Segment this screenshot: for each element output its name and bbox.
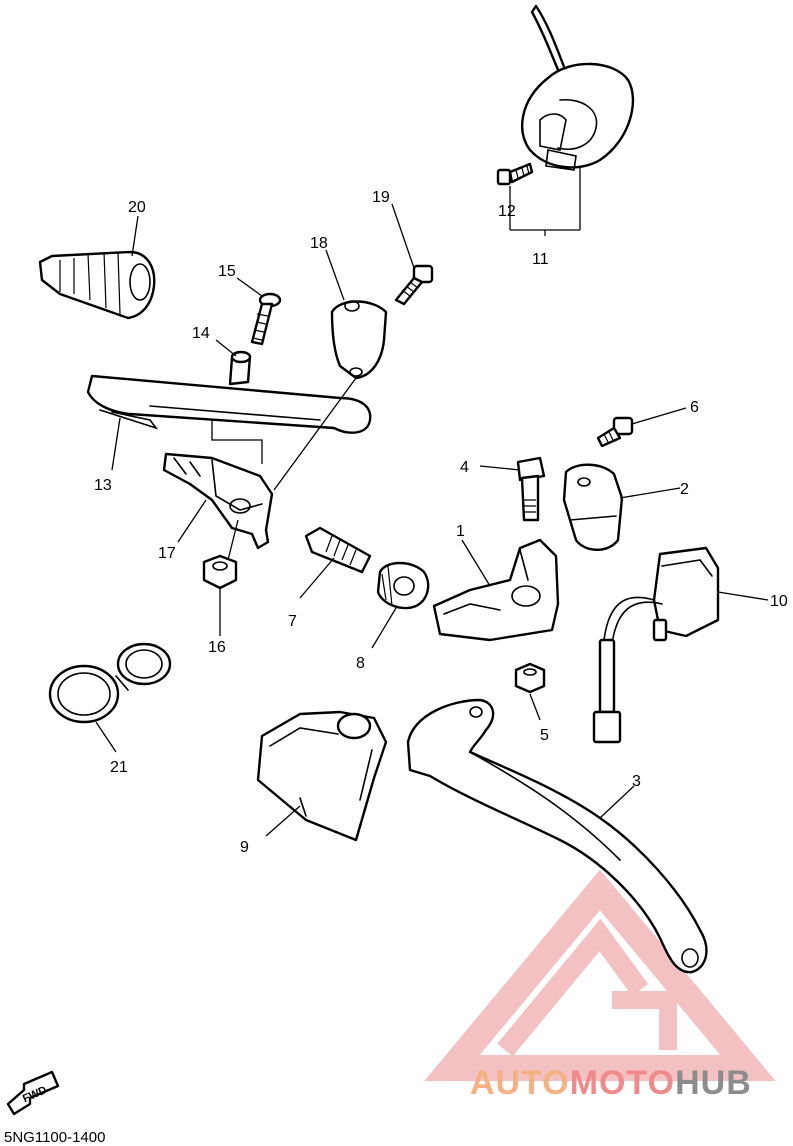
watermark-brand: AUTOMOTOHUB (470, 1064, 752, 1102)
part-21-ring (48, 642, 172, 724)
part-1-lever-holder (432, 538, 560, 642)
part-20-grip (38, 250, 156, 320)
watermark-auto: AUTO (470, 1064, 570, 1102)
part-11-switch-assembly (521, 4, 635, 171)
part-10-switch (592, 546, 720, 744)
part-3-lever (406, 698, 708, 974)
callout-8: 8 (356, 655, 365, 672)
fwd-arrow-icon: FWD (6, 1070, 60, 1116)
part-8-locknut (376, 561, 430, 610)
part-14-collar (228, 350, 252, 386)
part-18-holder (330, 300, 388, 380)
part-7-adjuster-bolt (304, 526, 372, 574)
callout-7: 7 (288, 613, 297, 630)
callout-14: 14 (192, 325, 210, 342)
callout-labels: 1 2 3 4 5 6 7 8 9 10 11 12 13 14 15 16 1… (94, 189, 788, 856)
callout-12: 12 (498, 203, 516, 220)
part-6-bolt (596, 416, 634, 448)
callout-9: 9 (240, 839, 249, 856)
callout-4: 4 (460, 459, 469, 476)
callout-18: 18 (310, 235, 328, 252)
callout-10: 10 (770, 593, 788, 610)
callout-5: 5 (540, 727, 549, 744)
part-9-cover (256, 710, 388, 842)
callout-11: 11 (532, 251, 549, 268)
watermark-moto: MOTO (570, 1064, 675, 1102)
watermark-hub: HUB (675, 1064, 752, 1102)
callout-1: 1 (456, 523, 465, 540)
part-19-bolt (394, 264, 434, 306)
callout-21: 21 (110, 759, 128, 776)
callout-19: 19 (372, 189, 390, 206)
part-2-holder (562, 463, 624, 551)
part-16-nut (202, 554, 238, 590)
callout-20: 20 (128, 199, 146, 216)
callout-3: 3 (632, 773, 641, 790)
part-13-lever-arm (86, 374, 372, 434)
callout-17: 17 (158, 545, 176, 562)
callout-13: 13 (94, 477, 112, 494)
callout-15: 15 (218, 263, 236, 280)
leader-lines (95, 168, 769, 837)
part-12-screw (496, 162, 534, 186)
callout-2: 2 (680, 481, 689, 498)
part-17-bracket (162, 452, 274, 550)
callout-6: 6 (690, 399, 699, 416)
part-4-pivot-bolt (516, 456, 546, 522)
diagram-code: 5NG1100-1400 (4, 1129, 105, 1146)
watermark-logo (424, 869, 776, 1081)
callout-16: 16 (208, 639, 226, 656)
part-15-screw (250, 292, 282, 346)
part-5-nut (514, 662, 546, 694)
